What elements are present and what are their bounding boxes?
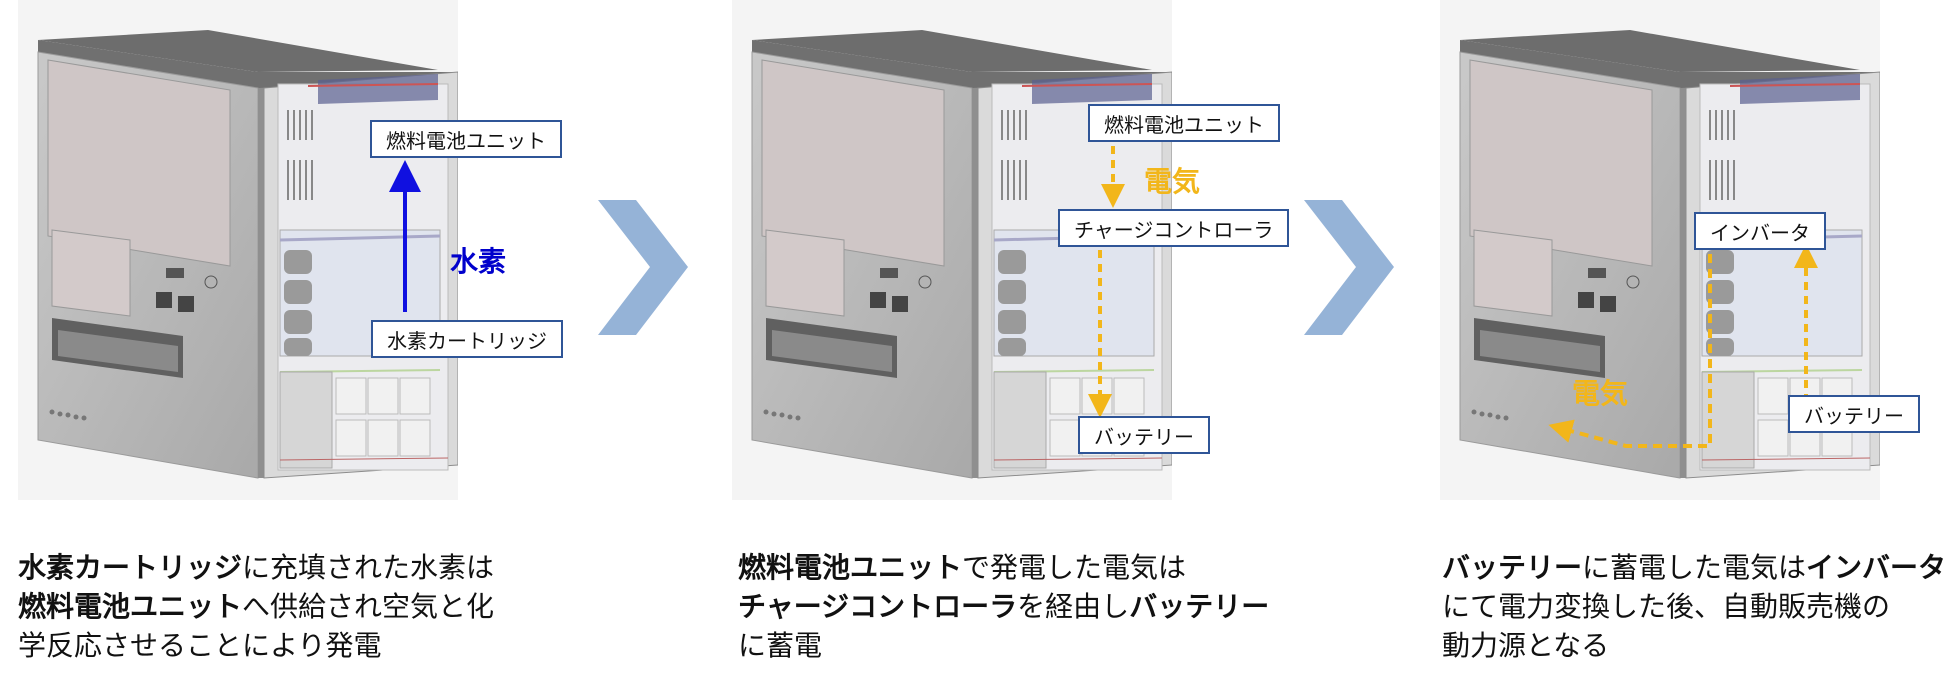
chevron-right-icon: [598, 200, 688, 335]
label-charge-controller: チャージコントローラ: [1058, 209, 1290, 247]
panel-power-output: インバータ バッテリー 電気 バッテリーに蓄電した電気はインバータ にて電力変換…: [1440, 0, 1946, 679]
label-fuel-cell-unit: 燃料電池ユニット: [370, 120, 562, 158]
label-inverter: インバータ: [1694, 212, 1826, 250]
chevron-right-icon: [1304, 200, 1394, 335]
flow-label-electricity: 電気: [1144, 165, 1201, 198]
description-step1: 水素カートリッジに充填された水素は 燃料電池ユニットへ供給され空気と化 学反応さ…: [18, 551, 495, 662]
description-step2: 燃料電池ユニットで発電した電気は チャージコントローラを経由しバッテリー に蓄電: [738, 551, 1270, 662]
electricity-flow-arrow-inverter-out: [1548, 254, 1712, 448]
panel-charging: 燃料電池ユニット チャージコントローラ バッテリー 電気 燃料電池ユニットで発電…: [732, 0, 1290, 679]
vending-machine-illustration: [732, 0, 1172, 500]
flow-label-electricity: 電気: [1572, 377, 1629, 410]
label-battery: バッテリー: [1078, 416, 1210, 454]
vending-machine-illustration: [1440, 0, 1880, 500]
label-fuel-cell-unit: 燃料電池ユニット: [1088, 104, 1280, 142]
label-hydrogen-cartridge: 水素カートリッジ: [371, 320, 563, 358]
flow-label-hydrogen: 水素: [450, 245, 507, 278]
description-step3: バッテリーに蓄電した電気はインバータ にて電力変換した後、自動販売機の 動力源と…: [1442, 551, 1947, 662]
panel-hydrogen-supply: 燃料電池ユニット 水素カートリッジ 水素 水素カートリッジに充填された水素は 燃…: [18, 0, 563, 679]
label-battery: バッテリー: [1788, 395, 1920, 433]
vending-machine-illustration: [18, 0, 458, 500]
